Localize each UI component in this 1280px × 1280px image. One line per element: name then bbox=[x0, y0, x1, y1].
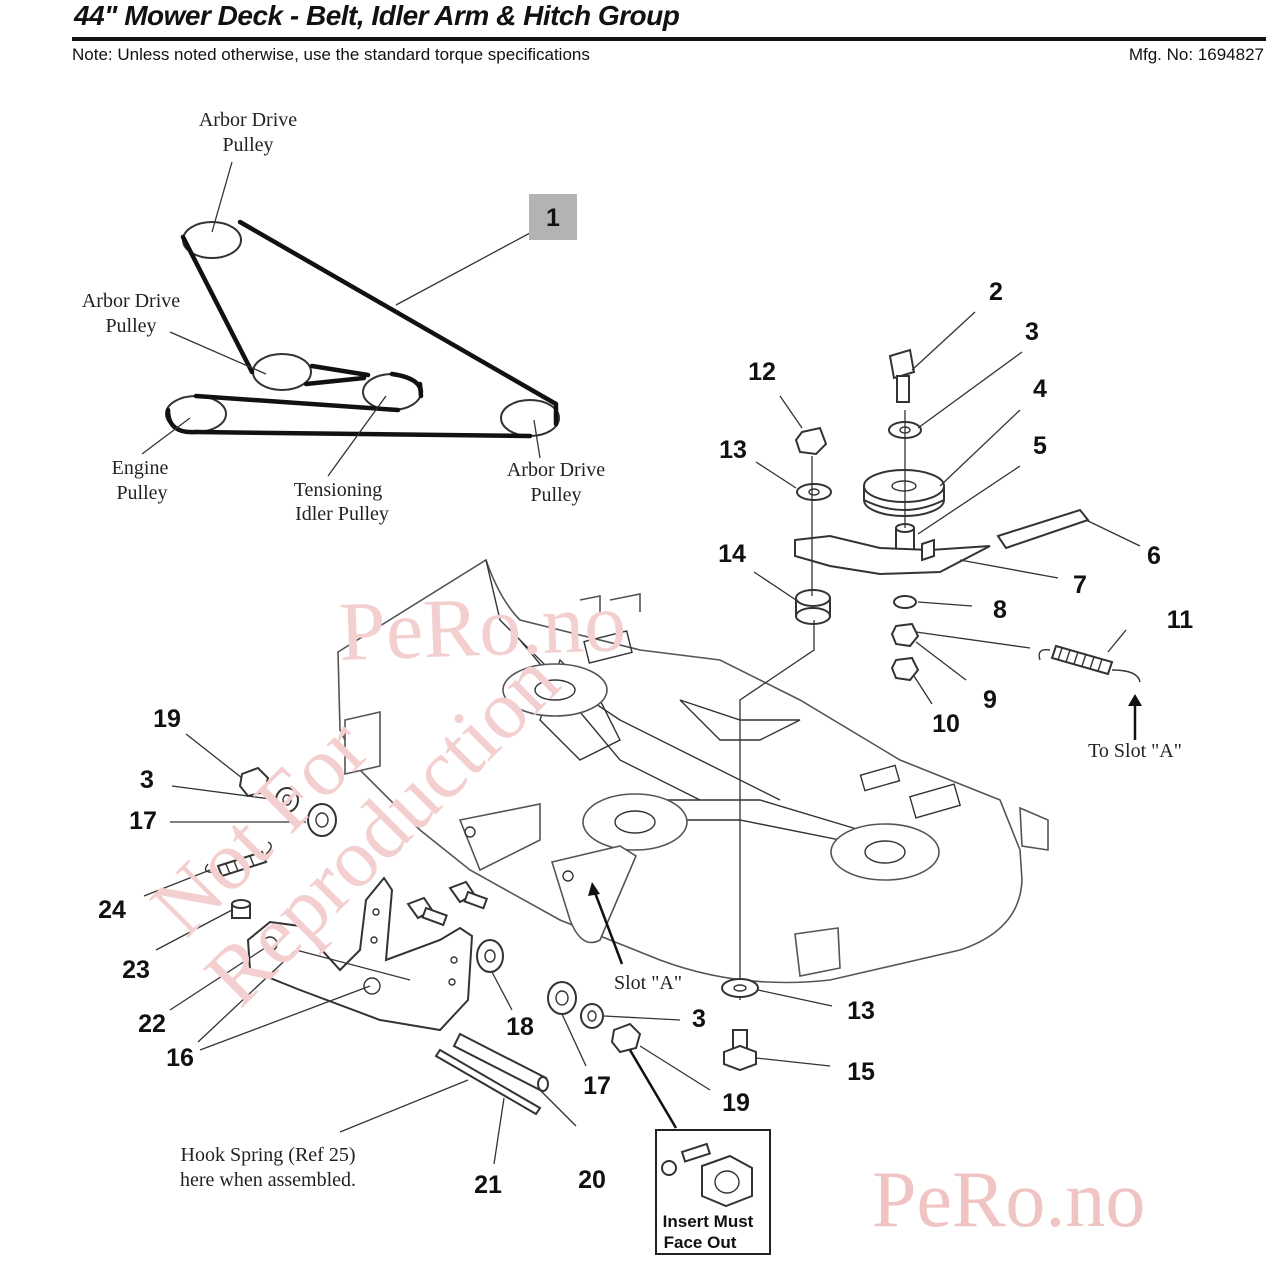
callout-8: 8 bbox=[993, 596, 1007, 624]
part-13-washer-top bbox=[796, 483, 832, 501]
part-17-spacer-lower bbox=[547, 981, 577, 1015]
callout-10: 10 bbox=[932, 710, 960, 738]
label-hook-spring-2: here when assembled. bbox=[180, 1169, 356, 1191]
part-8-lock-washer bbox=[893, 595, 917, 609]
leader-belt-callout bbox=[395, 232, 531, 306]
spindle-right bbox=[830, 823, 940, 881]
label-to-slot-a: To Slot "A" bbox=[1088, 740, 1182, 762]
insert-detail-box bbox=[655, 1129, 771, 1255]
callout-18: 18 bbox=[506, 1013, 534, 1041]
part-23-bushing bbox=[231, 899, 251, 919]
part-hitch-bolt-2 bbox=[448, 880, 489, 910]
callout-4: 4 bbox=[1033, 375, 1047, 403]
part-17-spacer-upper bbox=[307, 803, 337, 837]
belt-routing-diagram: 1 Arbor Drive Pulley Arbor Drive Pulley … bbox=[82, 109, 605, 525]
callout-11: 11 bbox=[1167, 606, 1194, 634]
callout-1: 1 bbox=[546, 204, 560, 232]
label-engine-2: Pulley bbox=[116, 482, 167, 504]
part-14-spacer bbox=[795, 589, 831, 625]
part-13-washer-bottom bbox=[721, 978, 759, 998]
part-10-nut bbox=[890, 656, 920, 682]
leader-arbor-top bbox=[211, 161, 233, 233]
callout-17-upper: 17 bbox=[129, 807, 157, 835]
part-11-spring bbox=[1038, 644, 1141, 683]
callout-21: 21 bbox=[474, 1171, 502, 1199]
callout-3-upper: 3 bbox=[140, 766, 154, 794]
callout-5: 5 bbox=[1033, 432, 1047, 460]
page-title: 44" Mower Deck - Belt, Idler Arm & Hitch… bbox=[74, 0, 680, 31]
arbor-right-pulley bbox=[500, 399, 560, 437]
part-4-idler-pulley bbox=[863, 469, 945, 517]
callout-19-upper: 19 bbox=[153, 705, 181, 733]
callout-9: 9 bbox=[983, 686, 997, 714]
callout-15: 15 bbox=[847, 1058, 875, 1086]
callout-13-top: 13 bbox=[719, 436, 747, 464]
callout-3-lower: 3 bbox=[692, 1005, 706, 1033]
label-tensioning-1: Tensioning bbox=[294, 479, 383, 501]
callout-1-box bbox=[529, 194, 577, 240]
watermark-pero-center: PeRo.no bbox=[337, 576, 627, 679]
callout-24: 24 bbox=[98, 896, 126, 924]
slot-a-arrow bbox=[592, 889, 624, 965]
part-24-spring bbox=[204, 841, 272, 878]
callout-19-lower: 19 bbox=[722, 1089, 750, 1117]
part-9-nut bbox=[890, 622, 920, 648]
part-6-pad bbox=[996, 508, 1090, 550]
callout-14: 14 bbox=[718, 540, 746, 568]
leader-arbor-right bbox=[533, 419, 541, 459]
label-arbor-right-2: Pulley bbox=[530, 484, 581, 506]
callout-13-bottom: 13 bbox=[847, 997, 875, 1025]
part-3-washer-lower bbox=[580, 1003, 604, 1029]
part-12-nut bbox=[794, 426, 828, 456]
label-arbor-left-2: Pulley bbox=[105, 315, 156, 337]
label-arbor-left-1: Arbor Drive bbox=[82, 290, 180, 312]
mfg-number: Mfg. No: 1694827 bbox=[1128, 45, 1264, 64]
callout-12: 12 bbox=[748, 358, 776, 386]
leader-arbor-left bbox=[169, 331, 267, 375]
spindle-center bbox=[582, 793, 688, 851]
label-arbor-top-2: Pulley bbox=[222, 134, 273, 156]
callout-17-lower: 17 bbox=[583, 1072, 611, 1100]
label-insert-2: Face Out bbox=[664, 1233, 737, 1252]
label-hook-spring-1: Hook Spring (Ref 25) bbox=[181, 1144, 356, 1166]
drive-belt bbox=[165, 219, 559, 439]
mower-deck bbox=[337, 558, 1049, 984]
callout-16: 16 bbox=[166, 1044, 194, 1072]
label-slot-a: Slot "A" bbox=[614, 972, 682, 994]
part-20-pin bbox=[452, 1032, 549, 1092]
label-engine-1: Engine bbox=[112, 457, 169, 479]
callout-2: 2 bbox=[989, 278, 1003, 306]
part-18-spacer bbox=[476, 939, 504, 973]
label-tensioning-2: Idler Pulley bbox=[295, 503, 389, 525]
part-hitch-bolt-1 bbox=[406, 896, 448, 927]
callout-6: 6 bbox=[1147, 542, 1161, 570]
part-19-nut-upper bbox=[238, 766, 270, 798]
callout-22: 22 bbox=[138, 1010, 166, 1038]
part-15-bolt bbox=[723, 1029, 757, 1072]
part-19-nut-lower bbox=[610, 1022, 642, 1054]
label-insert-1: Insert Must bbox=[663, 1212, 754, 1231]
leader-tensioning bbox=[327, 395, 387, 477]
part-22-hitch-bracket bbox=[246, 876, 474, 1032]
callout-20: 20 bbox=[578, 1166, 606, 1194]
watermark-pero-corner: PeRo.no bbox=[872, 1156, 1145, 1244]
callout-23: 23 bbox=[122, 956, 150, 984]
label-arbor-right-1: Arbor Drive bbox=[507, 459, 605, 481]
callout-3-idler: 3 bbox=[1025, 318, 1039, 346]
idler-arm-assembly bbox=[721, 311, 1142, 1072]
title-rule bbox=[72, 37, 1266, 41]
part-7-idler-arm bbox=[794, 534, 991, 576]
label-arbor-top-1: Arbor Drive bbox=[199, 109, 297, 131]
part-21-rod bbox=[434, 1048, 542, 1116]
hitch-group bbox=[143, 733, 771, 1255]
part-2-bolt bbox=[888, 348, 916, 403]
callout-7: 7 bbox=[1073, 571, 1087, 599]
torque-note: Note: Unless noted otherwise, use the st… bbox=[72, 45, 590, 64]
spindle-left bbox=[502, 663, 608, 717]
leader-engine bbox=[141, 417, 191, 455]
